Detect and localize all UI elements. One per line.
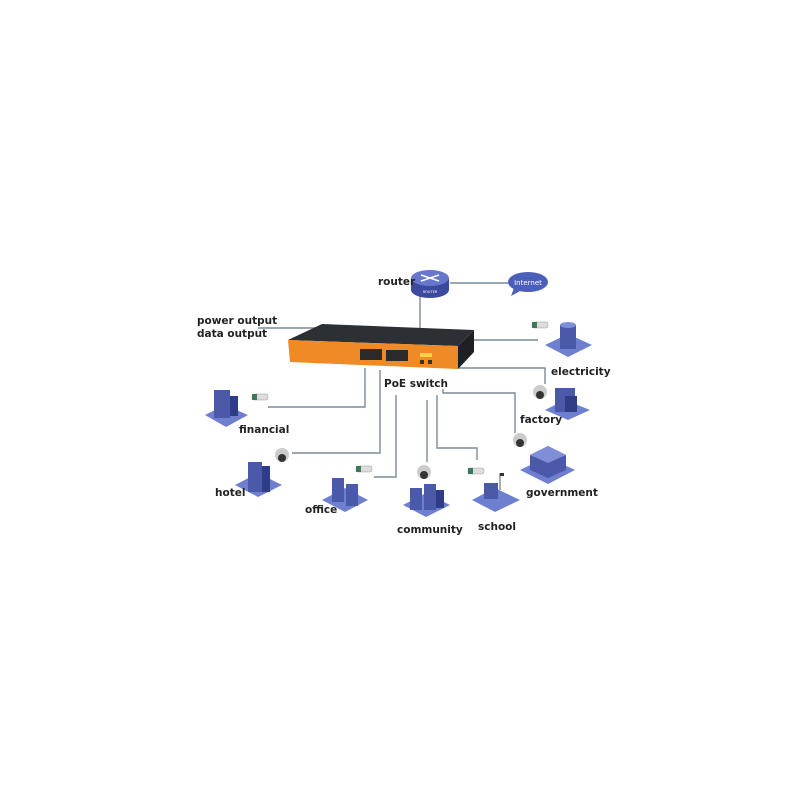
building-government-icon <box>520 446 575 484</box>
building-financial-icon <box>205 390 248 427</box>
bullet-camera-icon <box>355 465 373 473</box>
building-community-icon <box>403 484 450 517</box>
poe-switch-label: PoE switch <box>384 378 449 390</box>
building-school-icon <box>472 473 520 512</box>
dome-camera-icon <box>417 465 431 479</box>
router-badge: ROUTER <box>423 290 438 294</box>
connection-lines <box>258 282 546 478</box>
hotel-label: hotel <box>215 487 246 499</box>
bullet-camera-icon <box>531 321 549 329</box>
dome-camera-icon <box>533 385 547 399</box>
building-hotel-icon <box>235 462 282 497</box>
dome-camera-icon <box>275 448 289 462</box>
bullet-camera-icon <box>467 467 485 475</box>
financial-label: financial <box>239 424 290 436</box>
government-label: government <box>526 487 598 499</box>
building-factory-icon <box>545 388 590 420</box>
building-office-icon <box>322 478 368 512</box>
power-output-label: power output <box>197 315 278 327</box>
router-label: router <box>378 276 416 288</box>
building-electricity-icon <box>545 322 592 357</box>
dome-camera-icon <box>513 433 527 447</box>
internet-label: Internet <box>514 279 542 287</box>
office-label: office <box>305 504 338 516</box>
internet-cloud-icon: Internet <box>508 272 548 296</box>
data-output-label: data output <box>197 328 268 340</box>
factory-label: factory <box>520 414 563 426</box>
bullet-camera-icon <box>251 393 269 401</box>
community-label: community <box>397 524 463 536</box>
school-label: school <box>478 521 516 533</box>
poe-switch-device <box>288 324 474 369</box>
electricity-label: electricity <box>551 366 611 378</box>
router-icon: ROUTER <box>411 270 449 298</box>
camera-icons <box>251 321 549 479</box>
